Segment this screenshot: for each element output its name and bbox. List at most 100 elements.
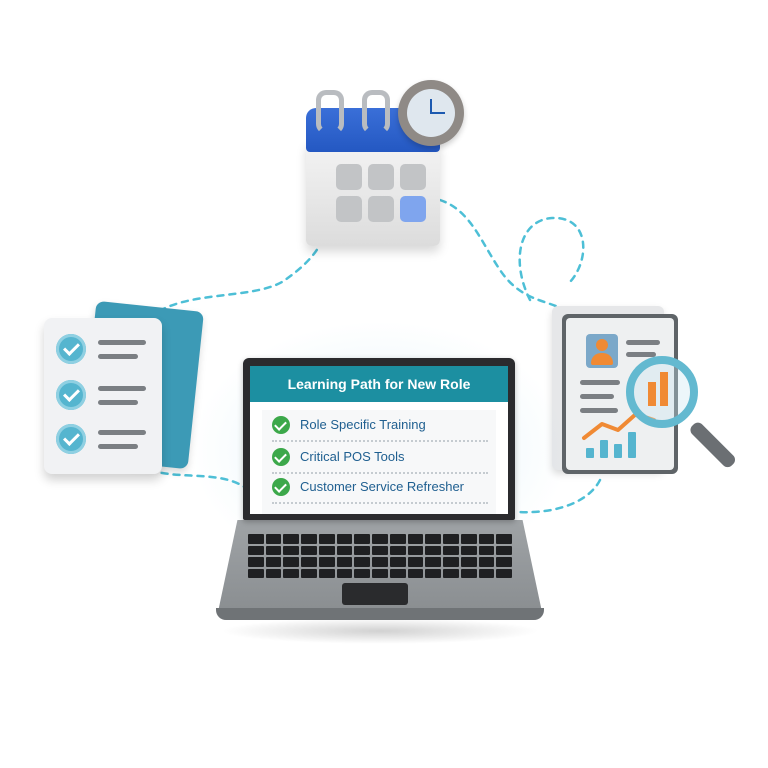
touchpad — [342, 583, 408, 605]
connector-report-to-laptop — [516, 478, 602, 514]
keyboard-key — [354, 534, 371, 544]
task-label: Customer Service Refresher — [300, 479, 464, 494]
calendar-cell — [400, 164, 426, 190]
keyboard-key — [460, 534, 477, 544]
list-item: Critical POS Tools — [272, 442, 488, 474]
calendar-ring — [316, 90, 344, 134]
magnifying-glass-icon — [626, 356, 698, 428]
keyboard-key — [425, 545, 442, 555]
keyboard-key — [478, 568, 495, 578]
keyboard-key — [372, 568, 388, 578]
keyboard-key — [265, 545, 282, 555]
keyboard-key — [354, 545, 371, 555]
keyboard-key — [372, 557, 388, 567]
calendar-cell — [368, 196, 394, 222]
report-line — [580, 394, 614, 399]
laptop-front-edge — [216, 608, 544, 620]
keyboard-key — [318, 534, 335, 544]
calendar-cell — [336, 196, 362, 222]
keyboard-key — [389, 545, 406, 555]
keyboard-key — [443, 534, 459, 544]
keyboard-key — [354, 568, 371, 578]
avatar-icon — [586, 334, 618, 368]
keyboard-key — [248, 568, 264, 578]
keyboard-key — [248, 557, 264, 567]
keyboard-key — [389, 534, 406, 544]
keyboard-key — [354, 557, 371, 567]
report-chart-bar — [600, 440, 608, 458]
keyboard-key — [336, 557, 353, 567]
clock-face — [407, 89, 455, 137]
keyboard-key — [407, 534, 424, 544]
clock-hand-minute — [430, 99, 432, 114]
keyboard-key — [425, 568, 442, 578]
keyboard-key — [318, 568, 335, 578]
keyboard-key — [460, 568, 477, 578]
report-line — [626, 352, 656, 357]
keyboard-key — [248, 545, 264, 555]
keyboard-key — [389, 557, 406, 567]
calendar-cell-highlighted — [400, 196, 426, 222]
keyboard-key — [389, 568, 406, 578]
calendar-cell — [336, 164, 362, 190]
keyboard-key — [407, 568, 424, 578]
keyboard-key — [301, 568, 317, 578]
keyboard-key — [265, 557, 282, 567]
keyboard-key — [318, 545, 335, 555]
keyboard-key — [301, 557, 317, 567]
keyboard-key — [318, 557, 335, 567]
keyboard-key — [372, 545, 388, 555]
keyboard-key — [407, 557, 424, 567]
keyboard-key — [496, 545, 512, 555]
clock-icon — [398, 80, 464, 146]
keyboard-key — [478, 545, 495, 555]
keyboard-key — [443, 568, 459, 578]
list-item: Role Specific Training — [272, 410, 488, 442]
avatar-head — [596, 339, 608, 351]
report-chart-bar — [628, 432, 636, 458]
checklist-line — [98, 354, 138, 359]
keyboard-key — [425, 534, 442, 544]
keyboard-key — [301, 545, 317, 555]
checklist-line — [98, 340, 146, 345]
keyboard-key — [336, 545, 353, 555]
keyboard-key — [336, 568, 353, 578]
keyboard — [248, 534, 512, 578]
keyboard-key — [478, 534, 495, 544]
keyboard-key — [460, 545, 477, 555]
connector-loop — [518, 216, 585, 302]
report-chart-bar — [614, 444, 622, 458]
screen-title: Learning Path for New Role — [250, 366, 508, 402]
keyboard-key — [478, 557, 495, 567]
magnified-bar — [648, 382, 656, 406]
checklist-line — [98, 444, 138, 449]
keyboard-key — [496, 557, 512, 567]
magnified-bar — [660, 372, 668, 406]
keyboard-key — [372, 534, 388, 544]
task-list: Role Specific Training Critical POS Tool… — [262, 410, 496, 514]
checklist-check-icon — [56, 380, 86, 410]
connector-checklist-to-calendar — [148, 246, 320, 320]
laptop-shadow — [220, 618, 540, 644]
calendar-cell — [368, 164, 394, 190]
keyboard-key — [265, 568, 282, 578]
avatar-body — [591, 353, 613, 365]
keyboard-key — [283, 545, 300, 555]
task-label: Critical POS Tools — [300, 449, 405, 464]
connector-checklist-to-laptop — [148, 468, 248, 490]
keyboard-key — [283, 534, 300, 544]
keyboard-key — [407, 545, 424, 555]
checklist-line — [98, 400, 138, 405]
connector-calendar-to-report — [438, 198, 562, 310]
calendar-icon — [306, 140, 440, 246]
report-line — [580, 408, 618, 413]
keyboard-key — [496, 568, 512, 578]
keyboard-key — [336, 534, 353, 544]
task-label: Role Specific Training — [300, 417, 426, 432]
report-chart-bar — [586, 448, 594, 458]
clock-hand-hour — [431, 112, 445, 114]
checklist-check-icon — [56, 424, 86, 454]
keyboard-key — [265, 534, 282, 544]
calendar-ring — [362, 90, 390, 134]
